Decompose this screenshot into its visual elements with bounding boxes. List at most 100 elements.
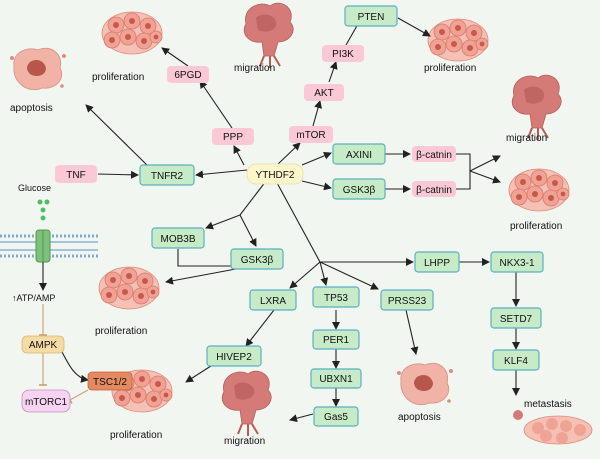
label-proliferation: proliferation [110,430,162,441]
apoptosis-cell-image [9,47,67,91]
svg-text:AKT: AKT [314,88,333,99]
arrow-hivep2-proliferation [185,363,215,383]
svg-text:NKX3-1: NKX3-1 [499,258,534,269]
svg-text:PTEN: PTEN [358,12,385,23]
svg-text:PI3K: PI3K [332,49,354,60]
cell-membrane [0,229,98,263]
proliferation-cells-image [101,11,163,55]
node-tsc12: TSC1/2 [87,371,133,391]
bracket-bcatnin [456,153,471,190]
arrow-lxra-hivep2 [245,309,275,347]
inhibit-tsc12-mtorc1 [67,389,89,404]
node-ppp: PPP [212,128,254,145]
arrow-mtor-akt [312,100,322,127]
arrow-hub-lxra [289,261,321,289]
node-gsk3b-top: GSK3β [332,178,386,200]
node-mtorc1: mTORC1 [21,389,71,413]
node-ampk: AMPK [21,335,65,354]
migration-tumor-image [221,370,273,437]
arrow-tnf-tnfr2 [97,170,139,179]
node-mtor: mTOR [289,126,333,143]
node-gas5: Gas5 [313,406,359,427]
arrow-ythdf2-axini [301,151,332,166]
arrow-6pgd-proliferation [161,47,189,67]
arrow-branch-mob3b [205,214,241,230]
line-ythdf2-branch [239,180,267,216]
svg-text:AXINI: AXINI [346,150,372,161]
migration-tumor-image [511,74,563,141]
node-6pgd: 6PGD [167,66,209,83]
label-migration: migration [224,436,265,447]
migration-tumor-image [243,2,295,70]
node-gsk3b-mid: GSK3β [230,248,284,270]
metastasis-cells-image [513,410,593,445]
node-pten: PTEN [344,5,398,27]
proliferation-cells-image [508,168,570,212]
label-glucose: Glucose [18,183,51,193]
arrow-bcatnin-migration [469,155,501,172]
node-klf4: KLF4 [492,349,540,371]
svg-text:YTHDF2: YTHDF2 [256,170,295,181]
arrow-hub-prss23 [319,261,379,290]
glucose-dots [37,199,50,221]
arrow-ythdf2-mtor [276,142,301,166]
svg-text:β-catnin: β-catnin [416,185,452,196]
arrow-ppp-6pgd [199,80,233,129]
svg-text:Gas5: Gas5 [324,412,348,423]
arrow-ythdf2-ppp [233,145,245,166]
node-lhpp: LHPP [414,251,460,273]
arrow-hub-tp53 [319,261,329,286]
proliferation-cells-image [98,266,160,310]
svg-text:TNF: TNF [66,170,85,181]
svg-text:UBXN1: UBXN1 [319,374,353,385]
arrow-tnfr2-apoptosis [85,104,149,167]
label-apoptosis: apoptosis [398,412,441,423]
node-tnf: TNF [55,165,97,183]
label-migration: migration [234,63,275,74]
arrow-bcatnin-proliferation [469,170,501,184]
node-hivep2: HIVEP2 [206,345,262,367]
svg-text:PRSS23: PRSS23 [388,296,427,307]
node-lxra: LXRA [249,289,297,311]
node-tp53: TP53 [312,286,360,308]
svg-text:mTORC1: mTORC1 [25,397,67,408]
proliferation-cells-image [427,18,489,62]
label-proliferation: proliferation [95,326,147,337]
svg-text:LXRA: LXRA [260,296,286,307]
svg-text:LHPP: LHPP [424,258,450,269]
node-bcatnin-1: β-catnin [412,146,456,162]
svg-text:mTOR: mTOR [296,130,325,141]
svg-text:KLF4: KLF4 [504,356,528,367]
label-proliferation: proliferation [510,221,562,232]
line-ythdf2-hub [275,180,321,263]
arrow-ampk-tsc12 [59,347,89,383]
svg-text:β-catnin: β-catnin [416,150,452,161]
label-apoptosis: apoptosis [10,103,53,114]
svg-text:TSC1/2: TSC1/2 [93,377,127,388]
arrow-mob3b-proliferation [165,249,253,285]
arrow-ythdf2-gsk3b [301,180,332,191]
label-atp-amp: ↑ATP/AMP [12,293,55,303]
arrow-gas5-migration [289,413,314,423]
arrow-pten-proliferation [397,17,431,37]
label-migration: migration [506,133,547,144]
svg-text:PPP: PPP [223,132,243,143]
svg-text:PER1: PER1 [323,335,350,346]
apoptosis-cell-image [396,362,454,406]
svg-text:GSK3β: GSK3β [343,185,376,196]
svg-text:HIVEP2: HIVEP2 [216,352,252,363]
node-akt: AKT [304,84,344,101]
node-axini: AXINI [332,143,386,165]
node-ubxn1: UBXN1 [310,368,362,389]
arrow-akt-pi3k [328,61,338,83]
label-proliferation: proliferation [424,63,476,74]
node-mob3b: MOB3B [151,227,205,249]
node-bcatnin-2: β-catnin [412,181,456,197]
node-prss23: PRSS23 [380,289,434,311]
svg-text:AMPK: AMPK [29,340,58,351]
arrow-ythdf2-tnfr2 [195,169,248,179]
svg-text:GSK3β: GSK3β [241,255,274,266]
node-pi3k: PI3K [322,45,364,62]
